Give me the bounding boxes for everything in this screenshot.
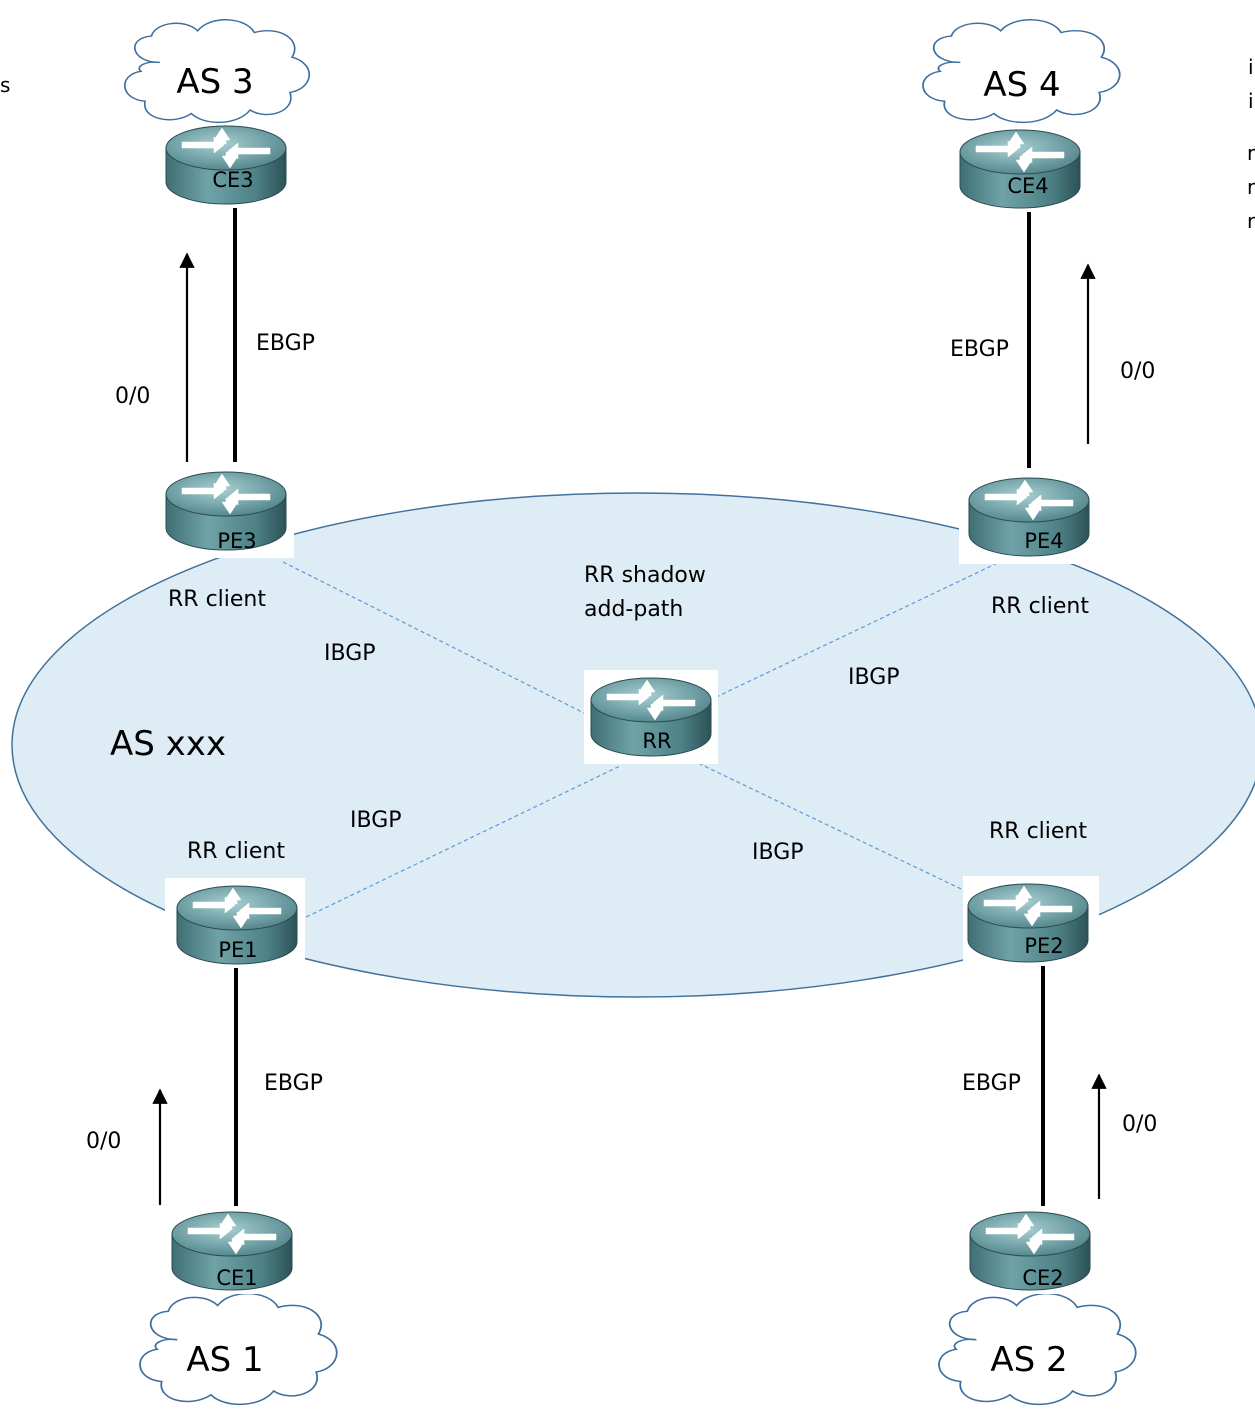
- cloud-label-as3: AS 3: [176, 62, 253, 102]
- router-label-pe2: PE2: [1024, 934, 1063, 958]
- rr-client-label-pe2: RR client: [989, 819, 1087, 844]
- ebgp-label-ce3: EBGP: [256, 331, 315, 356]
- rr-client-label-pe1: RR client: [187, 839, 285, 864]
- router-label-rr: RR: [642, 729, 671, 753]
- default-route-arrows: [152, 252, 1107, 1205]
- cloud-label-as2: AS 2: [990, 1340, 1067, 1380]
- ebgp-label-ce2: EBGP: [962, 1071, 1021, 1096]
- right-edge-fragments: i i r r r: [1247, 55, 1255, 233]
- router-label-pe1: PE1: [218, 938, 257, 962]
- rr-note-line2: add-path: [584, 597, 683, 622]
- left-edge-fragment: s: [0, 73, 10, 97]
- ibgp-label-pe1: IBGP: [350, 808, 402, 833]
- route-label-ce1: 0/0: [86, 1129, 121, 1154]
- router-pe2[interactable]: [963, 876, 1099, 966]
- router-pe3[interactable]: [158, 462, 294, 558]
- ibgp-link-pe2-rr: [699, 763, 981, 899]
- ibgp-link-pe1-rr: [299, 765, 621, 921]
- ibgp-label-pe3: IBGP: [324, 641, 376, 666]
- right-fragment-3: r: [1247, 141, 1255, 165]
- right-fragment-1: i: [1248, 55, 1254, 79]
- rr-client-label-pe3: RR client: [168, 587, 266, 612]
- ibgp-link-pe4-rr: [709, 556, 1011, 701]
- rr-note-line1: RR shadow: [584, 563, 706, 588]
- domain-label: AS xxx: [110, 724, 226, 764]
- ibgp-label-pe4: IBGP: [848, 665, 900, 690]
- cloud-label-as1: AS 1: [186, 1340, 263, 1380]
- route-label-ce2: 0/0: [1122, 1112, 1157, 1137]
- router-label-pe4: PE4: [1024, 529, 1063, 553]
- router-ce2[interactable]: [961, 1206, 1099, 1294]
- router-label-ce3: CE3: [212, 168, 253, 192]
- router-ce3[interactable]: [161, 124, 295, 208]
- right-fragment-2: i: [1248, 89, 1254, 113]
- router-ce4[interactable]: [952, 128, 1086, 212]
- router-label-pe3: PE3: [217, 529, 256, 553]
- ebgp-links: [233, 200, 1045, 1215]
- ebgp-label-ce1: EBGP: [264, 1071, 323, 1096]
- ibgp-label-pe2: IBGP: [752, 840, 804, 865]
- router-label-ce2: CE2: [1022, 1266, 1063, 1290]
- router-pe4[interactable]: [959, 468, 1099, 564]
- ibgp-sessions: [282, 556, 1011, 921]
- right-fragment-4: r: [1247, 175, 1255, 199]
- router-pe1[interactable]: [165, 878, 305, 968]
- route-label-pe3: 0/0: [115, 384, 150, 409]
- ibgp-link-pe3-rr: [282, 561, 595, 719]
- cloud-label-as4: AS 4: [983, 65, 1060, 105]
- route-label-pe4: 0/0: [1120, 359, 1155, 384]
- router-icon: [165, 125, 287, 205]
- router-ce1[interactable]: [165, 1206, 301, 1294]
- router-rr[interactable]: [584, 670, 718, 764]
- router-label-ce1: CE1: [216, 1266, 257, 1290]
- right-fragment-5: r: [1247, 209, 1255, 233]
- ebgp-label-ce4: EBGP: [950, 337, 1009, 362]
- rr-client-label-pe4: RR client: [991, 594, 1089, 619]
- router-label-ce4: CE4: [1007, 174, 1048, 198]
